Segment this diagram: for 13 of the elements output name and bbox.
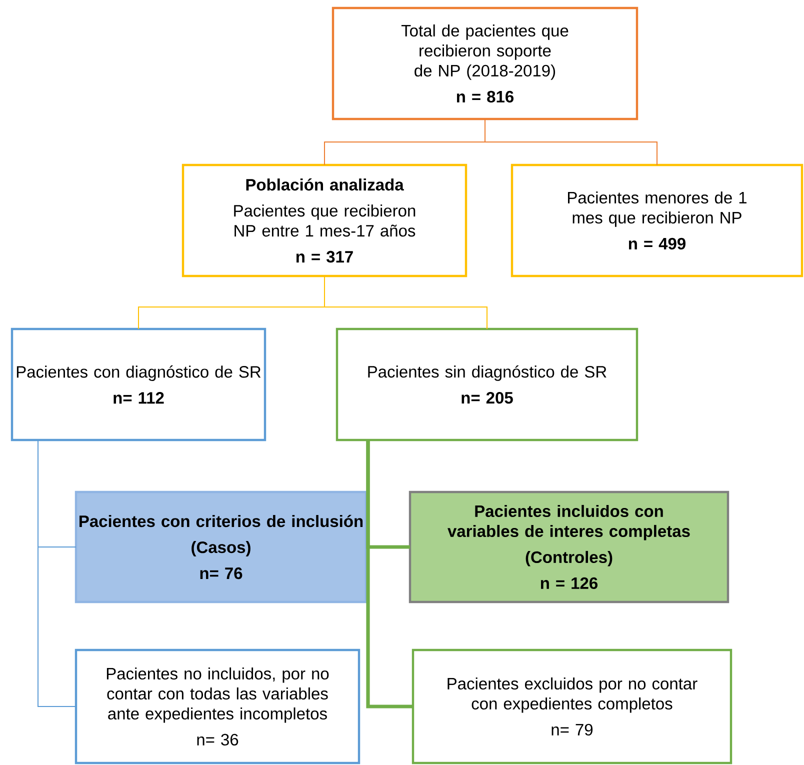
connector-line	[324, 276, 488, 330]
connector-line	[38, 440, 76, 707]
flow-box: Total de pacientes que recibieron soporte de NP (2018-2019) n = 816	[332, 6, 638, 120]
flow-box: Pacientes excluidos por no contar con expedientes completos n= 79	[412, 648, 732, 764]
flow-box: Pacientes con diagnóstico de SR n= 112	[10, 328, 266, 442]
flow-box: Pacientes menores de 1 mes que recibieron NP n = 499	[510, 164, 804, 278]
connector-line	[366, 440, 413, 708]
shaded-box: Pacientes con criterios de inclusión (Casos) n= 76	[74, 490, 368, 604]
flow-box: Pacientes sin diagnóstico de SR n= 205	[336, 328, 638, 442]
flow-box: Población analizada Pacientes que recibieron NP entre 1 mes-17 años n = 317	[182, 164, 468, 278]
connector-line	[484, 118, 658, 166]
shaded-box: Pacientes incluidos con variables de interes completas (Controles) n = 126	[408, 490, 730, 604]
flow-box: Pacientes no incluidos, por no contar con todas las variables ante expedientes incompletos n= 36	[74, 648, 360, 764]
